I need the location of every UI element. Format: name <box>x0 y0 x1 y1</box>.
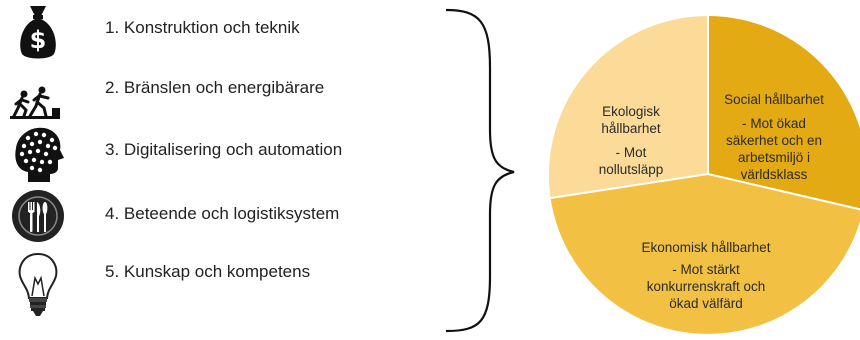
econ-sub-2: konkurrenskraft och <box>647 279 766 294</box>
list-item: 5. Kunskap och kompetens <box>0 250 420 316</box>
eco-sub-1: - Mot <box>616 145 647 160</box>
social-sub-3: arbetsmiljö i <box>738 150 810 165</box>
econ-sub-3: ökad välfärd <box>669 296 743 311</box>
item-label: 2. Bränslen och energibärare <box>105 78 325 97</box>
list-item: 2. Bränslen och energibärare <box>0 64 420 124</box>
eco-title-1: Ekologisk <box>602 104 660 119</box>
social-sub-2: säkerhet och en <box>726 133 822 148</box>
list-item: 4. Beteende och logistiksystem <box>0 186 420 246</box>
item-label: 3. Digitalisering och automation <box>105 140 343 159</box>
pie-slice-social <box>708 16 860 210</box>
social-sub-1: - Mot ökad <box>742 116 806 131</box>
money-bag-icon: $ <box>8 2 68 62</box>
svg-text:$: $ <box>30 26 47 54</box>
digital-head-icon <box>8 124 68 184</box>
running-people-icon <box>8 64 68 124</box>
curly-brace <box>445 8 515 333</box>
eco-title-2: hållbarhet <box>601 121 661 136</box>
social-title: Social hållbarhet <box>724 92 824 107</box>
item-label: 5. Kunskap och kompetens <box>105 262 311 281</box>
item-label: 4. Beteende och logistiksystem <box>105 204 340 223</box>
pie-slice-economic <box>550 174 860 334</box>
pie-slice-ecological <box>548 15 708 198</box>
econ-title: Ekonomisk hållbarhet <box>641 240 770 255</box>
eco-sub-2: nollutsläpp <box>599 162 664 177</box>
light-bulb-icon <box>8 250 68 316</box>
econ-sub-1: - Mot stärkt <box>672 262 740 277</box>
plate-cutlery-icon <box>8 186 68 246</box>
sustainability-pie: Ekologisk hållbarhet - Mot nollutsläpp S… <box>548 15 860 334</box>
item-label: 1. Konstruktion och teknik <box>105 18 300 37</box>
social-sub-4: världsklass <box>741 167 808 182</box>
list-item: 3. Digitalisering och automation <box>0 124 420 184</box>
list-item: $ 1. Konstruktion och teknik <box>0 2 420 62</box>
